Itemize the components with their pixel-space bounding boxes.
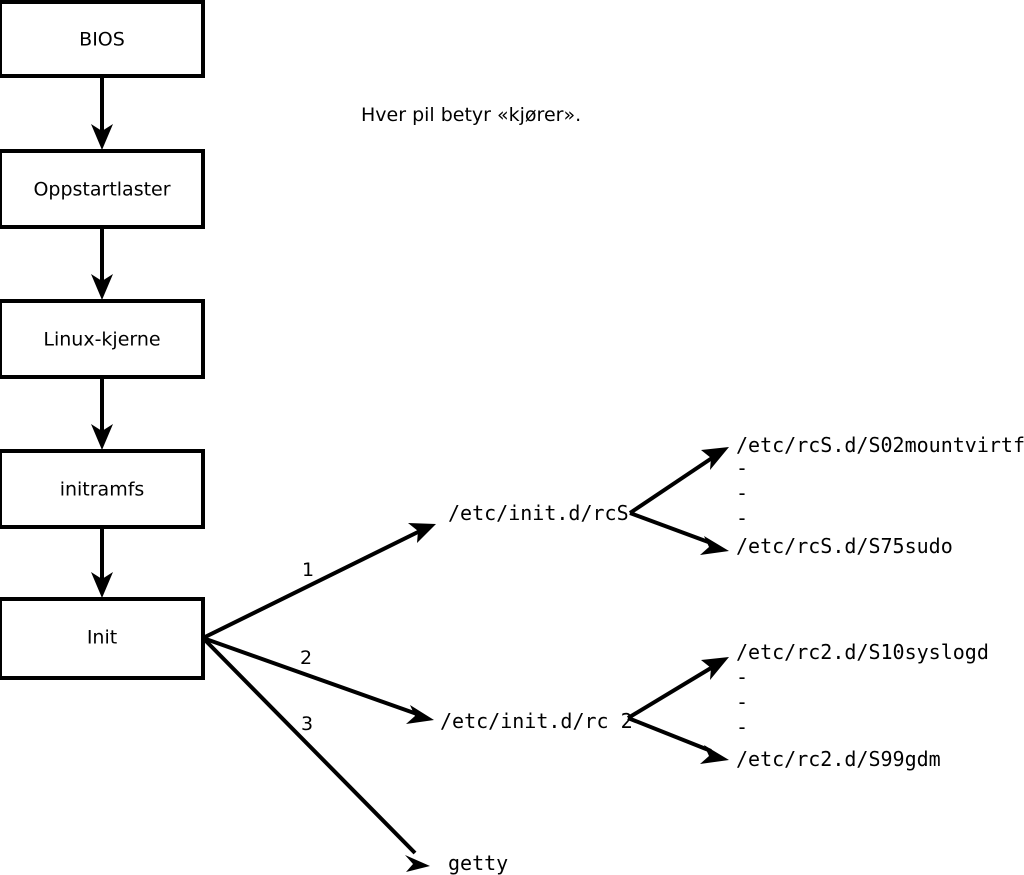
node-bios-label: BIOS — [79, 29, 125, 51]
arrow-init-branch-2 — [202, 636, 434, 724]
node-bootloader-rect — [0, 149, 205, 229]
edge-number-1: 1 — [302, 559, 314, 581]
arrow-bootloader-to-kernel — [91, 227, 113, 300]
caption-label: Hver pil betyr «kjører». — [361, 104, 581, 126]
rcs-script-last: /etc/rcS.d/S75sudo — [736, 534, 953, 558]
node-init-label: Init — [87, 627, 117, 649]
node-bios: BIOS — [0, 0, 205, 78]
target-label-rc2: /etc/init.d/rc 2 — [440, 709, 633, 733]
arrow-init-branch-1 — [202, 523, 436, 640]
node-linux-kernel-label: Linux-kjerne — [43, 329, 160, 351]
edge-number-3: 3 — [301, 713, 313, 735]
rc2-ellipsis-1: - — [736, 665, 748, 689]
arrow-bios-to-bootloader — [91, 76, 113, 150]
target-label-getty: getty — [448, 851, 508, 875]
arrow-rcs-to-first-script — [628, 447, 729, 515]
node-linux-kernel: Linux-kjerne — [0, 299, 205, 379]
node-bios-rect — [0, 0, 205, 78]
arrow-rc2-to-first-script — [626, 657, 729, 720]
node-initramfs-rect — [0, 449, 205, 529]
node-init-rect — [0, 597, 205, 680]
edge-number-2: 2 — [300, 647, 312, 669]
rc2-script-first: /etc/rc2.d/S10syslogd — [736, 640, 989, 664]
arrow-init-branch-3 — [201, 636, 430, 872]
arrow-rc2-to-last-script — [627, 716, 729, 764]
node-init: Init — [0, 597, 205, 680]
node-bootloader: Oppstartlaster — [0, 149, 205, 229]
rcs-script-first: /etc/rcS.d/S02mountvirtfs — [736, 433, 1024, 457]
node-initramfs: initramfs — [0, 449, 205, 529]
arrow-initramfs-to-init — [91, 527, 113, 598]
rc2-script-last: /etc/rc2.d/S99gdm — [736, 747, 941, 771]
node-initramfs-label: initramfs — [60, 479, 145, 501]
rc2-ellipsis-3: - — [736, 715, 748, 739]
rcs-ellipsis-1: - — [736, 456, 748, 480]
target-label-rcs: /etc/init.d/rcS — [448, 501, 629, 525]
rcs-ellipsis-3: - — [736, 506, 748, 530]
node-bootloader-label: Oppstartlaster — [33, 179, 170, 201]
rc2-ellipsis-2: - — [736, 690, 748, 714]
arrow-rcs-to-last-script — [629, 511, 729, 555]
node-linux-kernel-rect — [0, 299, 205, 379]
arrow-kernel-to-initramfs — [91, 377, 113, 450]
rcs-ellipsis-2: - — [736, 481, 748, 505]
